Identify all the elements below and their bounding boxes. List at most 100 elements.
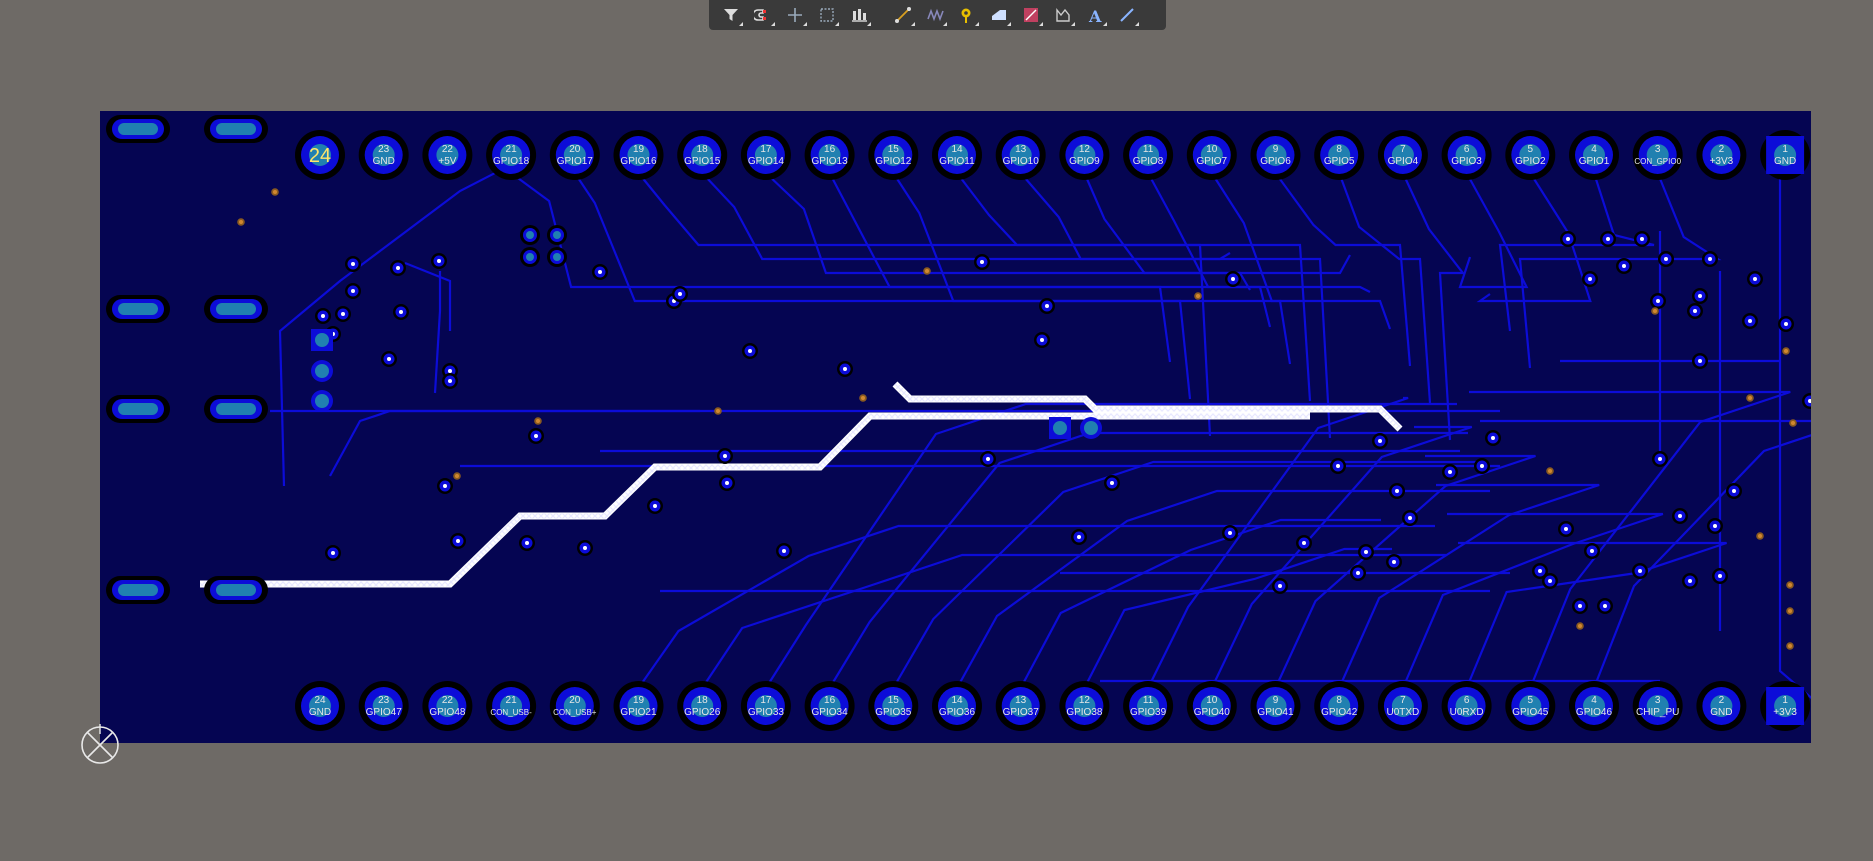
via bbox=[723, 454, 727, 458]
stitch-via bbox=[861, 396, 865, 400]
pin-number: 3 bbox=[1655, 695, 1661, 706]
pin-net-label: CON_USB+ bbox=[553, 708, 597, 717]
toolbar-cross-button[interactable] bbox=[781, 2, 809, 28]
pin-number: 23 bbox=[378, 695, 390, 706]
pin-drill bbox=[500, 695, 523, 717]
stitch-via bbox=[536, 419, 540, 423]
pin-drill bbox=[309, 144, 331, 166]
pin-net-label: GPIO3 bbox=[1451, 156, 1482, 167]
via bbox=[1732, 489, 1736, 493]
toolbar-polygon-button[interactable] bbox=[1017, 2, 1045, 28]
top-pin-24[interactable]: 24 bbox=[295, 130, 345, 180]
mount-slot-hole bbox=[118, 403, 158, 415]
via bbox=[448, 379, 452, 383]
pin-number: 12 bbox=[1079, 695, 1091, 706]
toolbar-align-button[interactable] bbox=[845, 2, 873, 28]
pin-drill bbox=[882, 144, 905, 166]
via bbox=[1590, 549, 1594, 553]
align-icon bbox=[852, 9, 867, 22]
pin-net-label: GPIO42 bbox=[1321, 707, 1358, 718]
toolbar-magnet-button[interactable] bbox=[749, 2, 777, 28]
toolbar-text-button[interactable]: A bbox=[1081, 2, 1109, 28]
mounting-slots bbox=[106, 115, 268, 604]
pin-drill bbox=[754, 695, 777, 717]
toolbar-fill-button[interactable] bbox=[985, 2, 1013, 28]
bottom-pin-1[interactable]: 1+3V3 bbox=[1760, 681, 1811, 731]
pin-drill bbox=[1200, 144, 1223, 166]
pin-net-label: GPIO13 bbox=[812, 156, 849, 167]
via bbox=[1693, 309, 1697, 313]
pin-drill bbox=[1455, 695, 1478, 717]
pin-net-label: GPIO38 bbox=[1066, 707, 1103, 718]
via bbox=[1045, 304, 1049, 308]
toolbar-rect-select-button[interactable] bbox=[813, 2, 841, 28]
toolbar-filter-button[interactable] bbox=[717, 2, 745, 28]
via bbox=[653, 504, 657, 508]
toolbar-diff-pair-button[interactable] bbox=[921, 2, 949, 28]
top-pin-22[interactable]: 22+5V bbox=[422, 130, 473, 180]
pin-drill bbox=[1519, 144, 1542, 166]
toolbar-via-button[interactable] bbox=[953, 2, 981, 28]
svg-text:A: A bbox=[1088, 7, 1102, 24]
pin-number: 23 bbox=[378, 144, 390, 155]
pin-drill bbox=[1391, 144, 1414, 166]
toolbar-route-button[interactable] bbox=[889, 2, 917, 28]
highlighted-traces[interactable] bbox=[200, 381, 1403, 588]
rect-select-icon bbox=[820, 8, 834, 22]
pin-drill bbox=[1009, 144, 1032, 166]
toolbar-keepout-button[interactable] bbox=[1049, 2, 1077, 28]
stitch-via bbox=[1748, 396, 1752, 400]
pin-number: 5 bbox=[1528, 144, 1534, 155]
top-pin-2[interactable]: 2+3V3 bbox=[1696, 130, 1747, 180]
pin-number: 18 bbox=[697, 144, 709, 155]
toolbar-line-button[interactable] bbox=[1113, 2, 1141, 28]
